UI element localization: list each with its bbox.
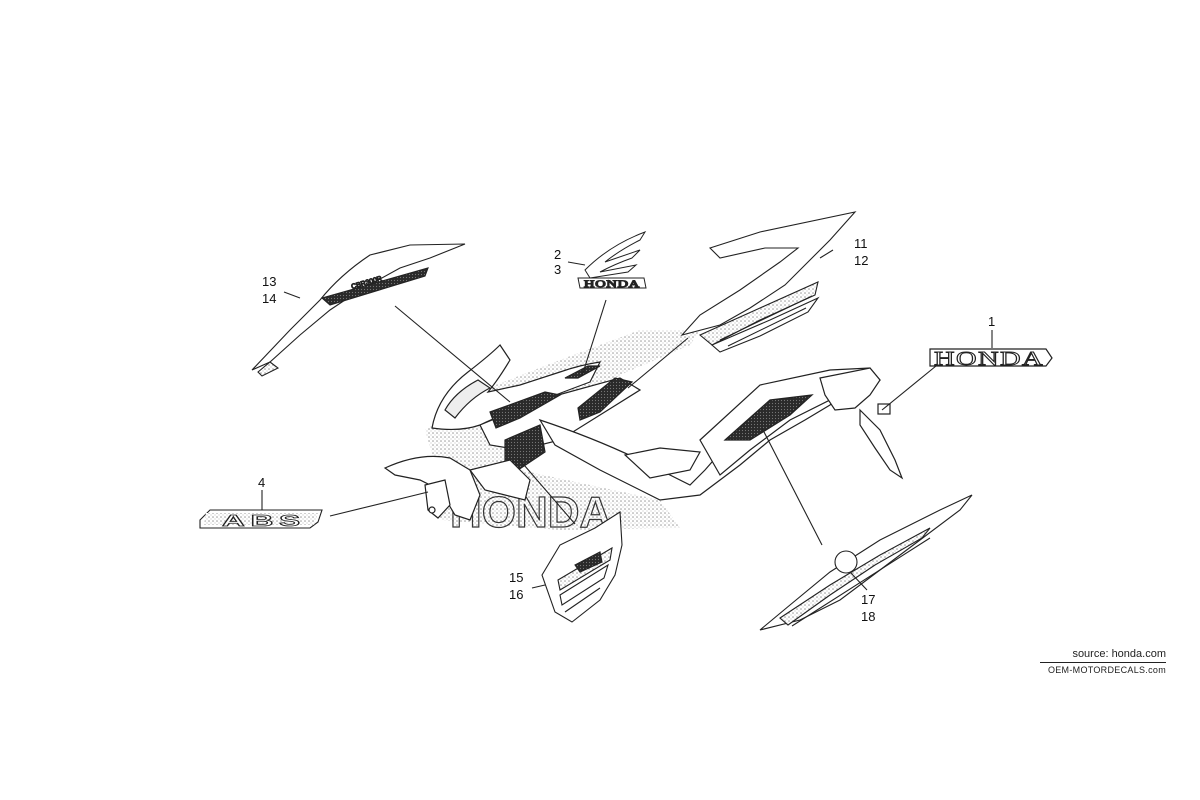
lower-stripe-line <box>564 587 601 613</box>
leader-17-18 <box>849 571 868 591</box>
honda-wing-plate <box>577 277 647 289</box>
chin-spoiler <box>468 459 531 501</box>
callout-4: 4 <box>258 475 265 490</box>
upper-tank-decal <box>577 377 634 421</box>
footer-divider <box>1040 662 1166 663</box>
callout-17: 17 <box>861 592 875 607</box>
rear-dark-decal <box>723 394 814 441</box>
lower-stripe-tab <box>574 551 603 573</box>
license-bracket <box>859 408 904 480</box>
honda-large-plate <box>929 348 1053 367</box>
shroud-outer <box>680 211 857 337</box>
callout-3: 3 <box>554 262 561 277</box>
leader-shroud-to-tank <box>627 337 689 389</box>
leader-abs-to-fender <box>329 491 429 517</box>
headlight <box>444 379 492 419</box>
tail-stripe-circle <box>834 550 858 574</box>
callout-2: 2 <box>554 247 561 262</box>
callout-13: 13 <box>262 274 276 289</box>
leader-13-14 <box>283 291 301 299</box>
leader-cowl-to-fairing <box>394 305 511 403</box>
motorcycle-fairing: HONDA <box>383 330 904 538</box>
leader-2-3 <box>567 261 586 266</box>
tail-section <box>819 367 881 411</box>
leader-lower-to-fairing <box>517 457 576 525</box>
wing-icon <box>584 231 647 279</box>
shroud-stripe-2 <box>710 296 820 353</box>
shroud-line-2 <box>727 307 807 347</box>
leader-tail-to-rear <box>761 427 823 546</box>
tail-stripe-line <box>791 537 931 627</box>
leader-11-12 <box>819 249 834 259</box>
leader-wing-to-tank <box>581 299 607 377</box>
decal-front-cowl-stripe: CBR300R <box>251 243 466 377</box>
callout-16: 16 <box>509 587 523 602</box>
decal-lower-fairing <box>541 511 623 623</box>
callout-12: 12 <box>854 253 868 268</box>
abs-fill <box>204 513 318 525</box>
decal-honda-wing: HONDA <box>577 231 647 290</box>
callout-14: 14 <box>262 291 276 306</box>
decal-honda-large: HONDA <box>929 348 1053 370</box>
leader-15-16 <box>531 584 546 589</box>
brand-credit: OEM-MOTORDECALS.com <box>1047 665 1166 675</box>
source-credit: source: honda.com <box>1072 648 1166 660</box>
callout-18: 18 <box>861 609 875 624</box>
decal-abs: ABS <box>199 509 323 530</box>
callout-numbers: 1 2 3 4 11 12 13 14 15 16 17 18 <box>258 236 995 624</box>
mount-bolt <box>428 506 436 514</box>
callout-15: 15 <box>509 570 523 585</box>
cowl-stripe-band <box>320 267 429 306</box>
callout-1: 1 <box>988 314 995 329</box>
cowl-stripe-lower <box>257 361 280 377</box>
front-side-decal <box>489 391 562 429</box>
tank-top-decal <box>564 365 601 379</box>
shroud-line-1 <box>719 295 813 341</box>
lower-stripe-band-2 <box>559 563 609 606</box>
cowl-stripe-outer <box>251 243 466 371</box>
leader-1-to-tail <box>881 365 937 411</box>
leader-lines <box>261 249 993 591</box>
abs-text: ABS <box>222 513 306 530</box>
callout-11: 11 <box>854 236 868 251</box>
decal-tank-shroud <box>680 211 857 353</box>
honda-large-text: HONDA <box>934 348 1044 370</box>
side-panel-detail <box>623 447 701 479</box>
honda-wing-text: HONDA <box>584 279 640 289</box>
